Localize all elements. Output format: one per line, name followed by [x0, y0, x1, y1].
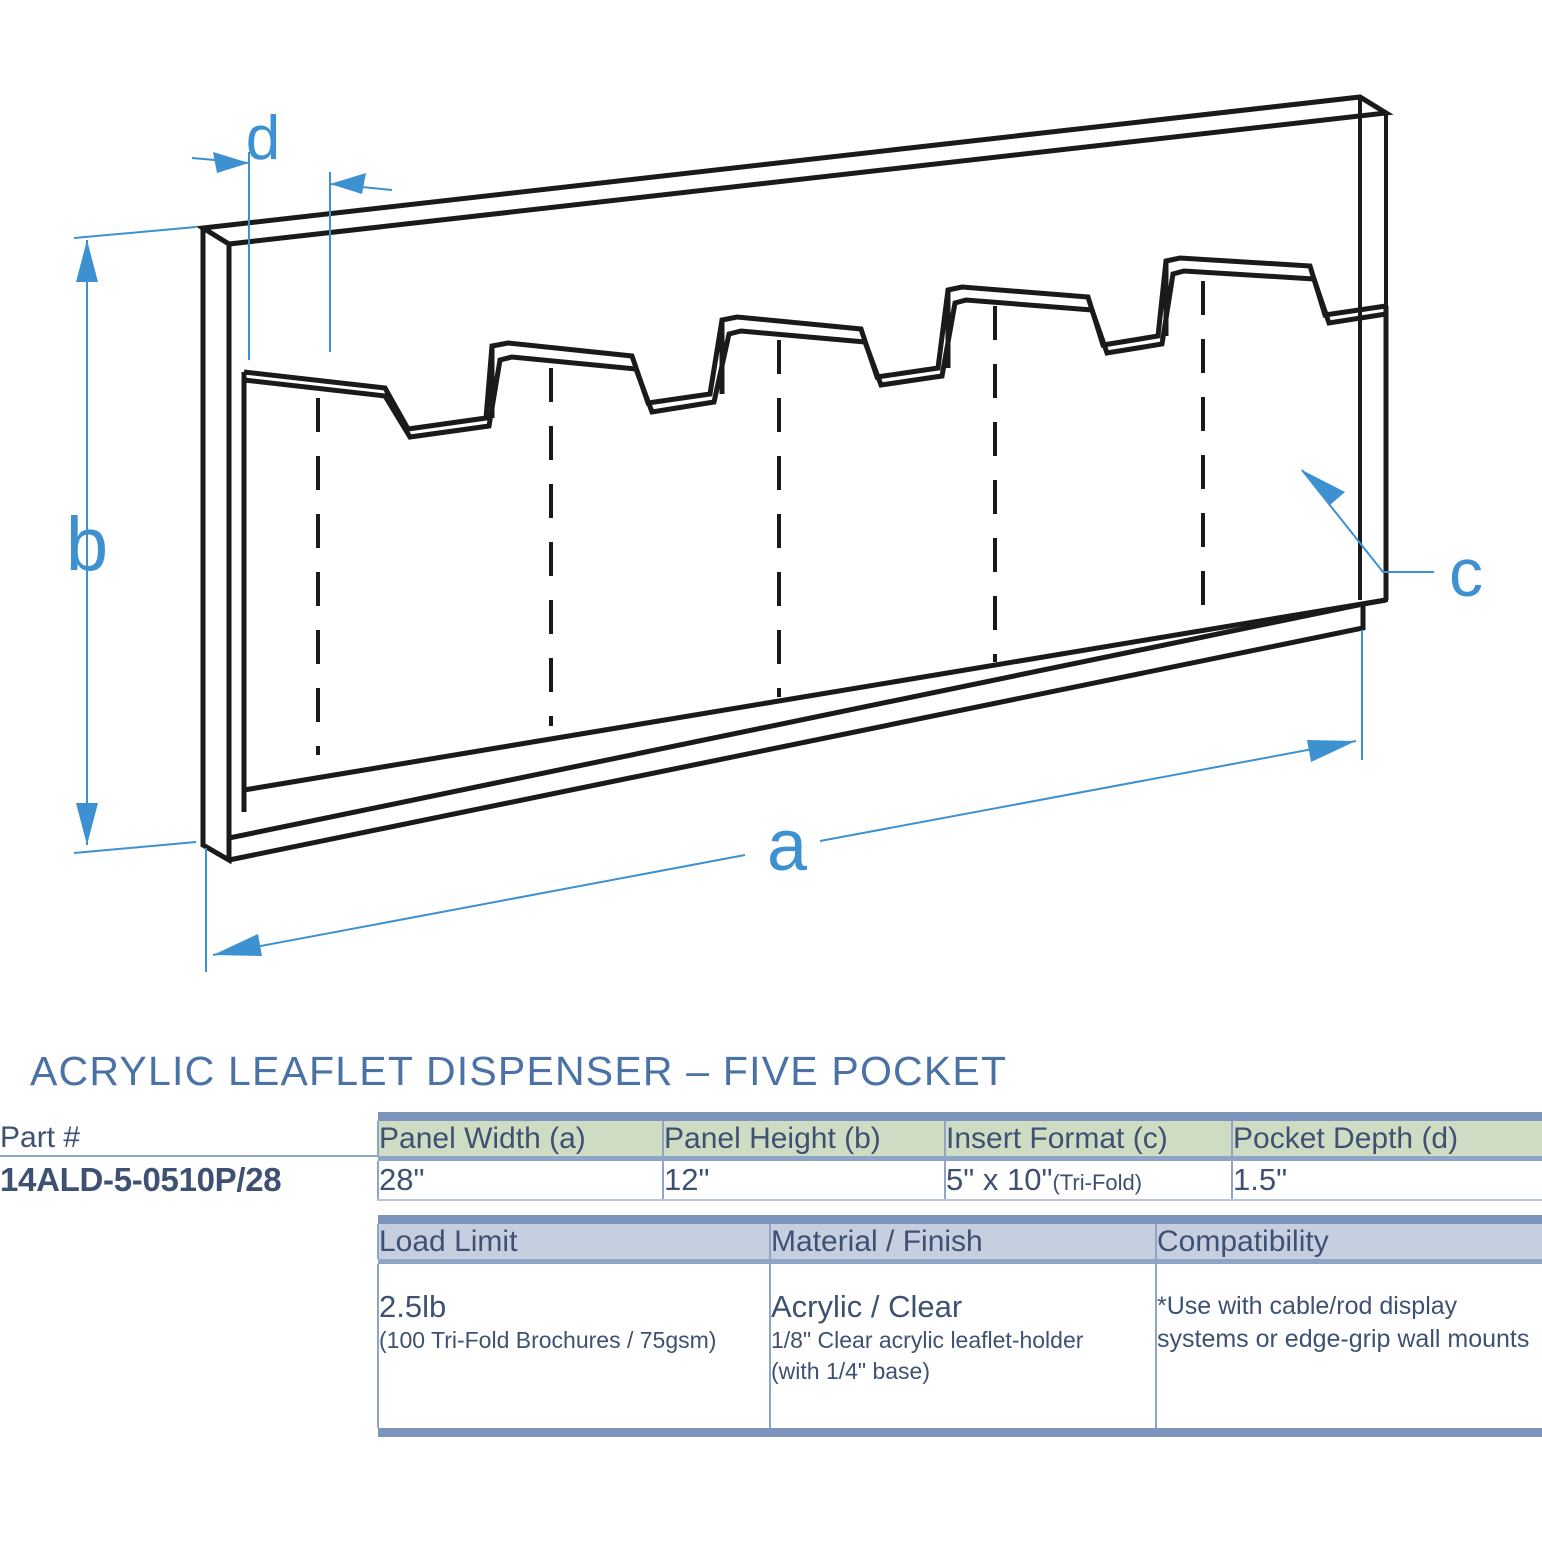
header-panel-width: Panel Width (a)	[377, 1121, 663, 1157]
header-material-finish: Material / Finish	[769, 1223, 1156, 1259]
header-pocket-depth: Pocket Depth (d)	[1231, 1121, 1542, 1157]
dimension-label-a: a	[767, 806, 808, 886]
value-panel-width: 28"	[377, 1161, 663, 1201]
value-panel-height-main: 12"	[664, 1162, 710, 1198]
pocket-fold-lines	[316, 281, 1205, 755]
secondary-closing-band-row	[0, 1427, 1542, 1437]
compatibility-note: *Use with cable/rod display systems or e…	[1157, 1291, 1530, 1354]
pocket-front-wall	[241, 255, 1389, 793]
dimension-label-d: d	[246, 104, 280, 173]
callout-c	[1301, 469, 1434, 573]
part-number-value: 14ALD-5-0510P/28	[0, 1161, 282, 1199]
product-diagram: d b a	[66, 94, 1483, 972]
material-finish-note-2: (with 1/4" base)	[771, 1357, 931, 1384]
value-panel-width-main: 28"	[379, 1162, 425, 1198]
material-finish-note-1: 1/8" Clear acrylic leaflet-holder	[771, 1327, 1084, 1354]
band-cell-part	[0, 1112, 378, 1121]
secondary-band-spacer	[0, 1215, 378, 1224]
secondary-header-spacer	[0, 1224, 378, 1259]
dimension-b	[73, 226, 197, 854]
dispenser-base	[228, 597, 1387, 863]
value-material-finish: Acrylic / Clear 1/8" Clear acrylic leafl…	[769, 1263, 1156, 1428]
secondary-rule	[378, 1258, 1542, 1264]
secondary-band-row	[0, 1214, 1542, 1224]
primary-spec-table: Part # Panel Width (a) Panel Height (b) …	[0, 1112, 1542, 1201]
load-limit-main: 2.5lb	[379, 1288, 447, 1324]
secondary-band	[378, 1214, 1542, 1224]
page-title: ACRYLIC LEAFLET DISPENSER – FIVE POCKET	[30, 1048, 1008, 1094]
primary-header-row: Part # Panel Width (a) Panel Height (b) …	[0, 1121, 1542, 1158]
table-top-band-row	[0, 1112, 1542, 1121]
dimension-label-c: c	[1449, 535, 1483, 611]
primary-value-row: 14ALD-5-0510P/28 28" 12" 5" x 10"(Tri-Fo…	[0, 1161, 1542, 1201]
secondary-rule-row	[0, 1258, 1542, 1264]
dimension-a	[205, 630, 1363, 972]
dimension-d-arrowheads	[213, 152, 366, 194]
band-cell-main	[378, 1112, 1542, 1121]
diagram-svg: d b a	[66, 94, 1483, 972]
value-panel-height: 12"	[662, 1161, 945, 1201]
value-insert-format-main: 5" x 10"	[946, 1162, 1053, 1198]
header-panel-height: Panel Height (b)	[662, 1121, 945, 1157]
secondary-header-row: Load Limit Material / Finish Compatibili…	[0, 1223, 1542, 1259]
dimension-label-b: b	[66, 502, 108, 587]
header-rule-row	[0, 1156, 1542, 1162]
value-pocket-depth-main: 1.5"	[1233, 1162, 1288, 1198]
load-limit-note: (100 Tri-Fold Brochures / 75gsm)	[379, 1327, 717, 1354]
header-load-limit: Load Limit	[377, 1223, 770, 1259]
secondary-spec-table: Load Limit Material / Finish Compatibili…	[0, 1214, 1542, 1437]
header-rule	[378, 1156, 1542, 1162]
value-compatibility: *Use with cable/rod display systems or e…	[1155, 1263, 1542, 1428]
value-insert-format: 5" x 10"(Tri-Fold)	[944, 1161, 1232, 1201]
dimension-b-arrowheads	[76, 240, 98, 845]
value-pocket-depth: 1.5"	[1231, 1161, 1542, 1201]
dimension-a-arrowheads	[213, 740, 1356, 956]
value-load-limit: 2.5lb (100 Tri-Fold Brochures / 75gsm)	[377, 1263, 770, 1428]
value-insert-format-note: (Tri-Fold)	[1052, 1170, 1143, 1196]
secondary-value-spacer	[0, 1264, 378, 1428]
header-compatibility: Compatibility	[1155, 1223, 1542, 1259]
closing-band	[378, 1427, 1542, 1437]
secondary-value-row: 2.5lb (100 Tri-Fold Brochures / 75gsm) A…	[0, 1263, 1542, 1428]
header-insert-format: Insert Format (c)	[944, 1121, 1232, 1157]
specification-tables: Part # Panel Width (a) Panel Height (b) …	[0, 1112, 1542, 1437]
closing-band-spacer	[0, 1428, 378, 1437]
material-finish-main: Acrylic / Clear	[771, 1288, 963, 1324]
part-number-header: Part #	[0, 1121, 378, 1158]
callout-c-arrowhead	[1302, 470, 1345, 505]
